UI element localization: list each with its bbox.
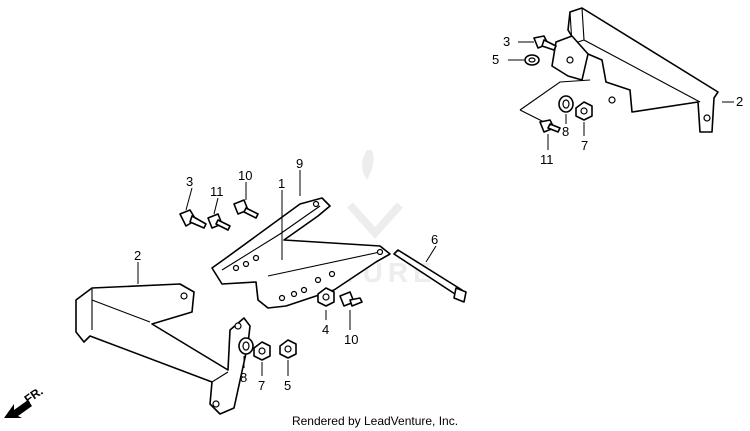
front-direction-indicator: FR. — [4, 384, 46, 418]
bolt-11-main — [207, 213, 231, 231]
nut-7-top-right — [575, 101, 593, 121]
callout-10-lower: 10 — [344, 332, 358, 347]
bolt-10-upper — [233, 199, 259, 219]
main-assembly: 6 9 1 10 3 — [179, 156, 467, 347]
callout-1: 1 — [278, 176, 285, 191]
bolt-11-top-right — [539, 119, 561, 133]
callout-11-main: 11 — [210, 184, 224, 199]
nut-4 — [317, 287, 335, 307]
bolt-10-lower — [339, 291, 363, 307]
right-bracket-assembly: 3 5 2 8 7 11 — [492, 7, 743, 167]
bracket-left — [75, 283, 251, 415]
callout-2-top: 2 — [736, 94, 743, 109]
washer-8-top-right — [558, 95, 574, 113]
callout-10-upper: 10 — [238, 168, 252, 183]
callout-8-main: 8 — [240, 370, 247, 385]
nut-5-main — [279, 339, 297, 359]
callout-3-top: 3 — [503, 34, 510, 49]
callout-5-top: 5 — [492, 52, 499, 67]
callout-7-top: 7 — [581, 138, 588, 153]
bolt-3-main — [179, 209, 207, 229]
washer-8-main — [238, 337, 254, 355]
callout-11-top: 11 — [540, 152, 554, 167]
callout-7-main: 7 — [258, 378, 265, 393]
nut-5-top-right — [524, 54, 540, 66]
front-arrow-icon — [4, 400, 32, 418]
callout-5-main: 5 — [284, 378, 291, 393]
callout-8-top: 8 — [562, 124, 569, 139]
nut-7-main — [253, 341, 271, 361]
pin-6: 6 — [393, 232, 467, 303]
bolt-3-top-right — [533, 35, 557, 51]
callout-3-main: 3 — [186, 174, 193, 189]
callout-4: 4 — [322, 322, 329, 337]
left-bracket-assembly: 2 8 7 5 — [75, 248, 297, 415]
callout-6: 6 — [431, 232, 438, 247]
credit-line: Rendered by LeadVenture, Inc. — [291, 414, 459, 428]
callout-9: 9 — [296, 156, 303, 171]
callout-2-main: 2 — [134, 248, 141, 263]
